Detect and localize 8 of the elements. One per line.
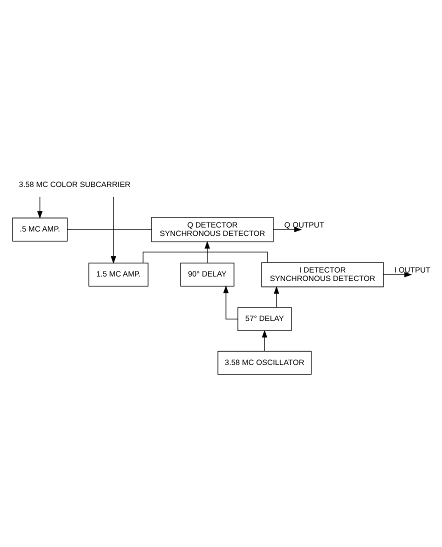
connector xyxy=(67,228,152,230)
arrow xyxy=(274,286,280,308)
arrow xyxy=(262,329,268,351)
arrow xyxy=(383,271,412,277)
arrow xyxy=(37,196,43,218)
arrow xyxy=(110,196,116,264)
arrow xyxy=(273,226,302,232)
arrow xyxy=(204,240,210,263)
